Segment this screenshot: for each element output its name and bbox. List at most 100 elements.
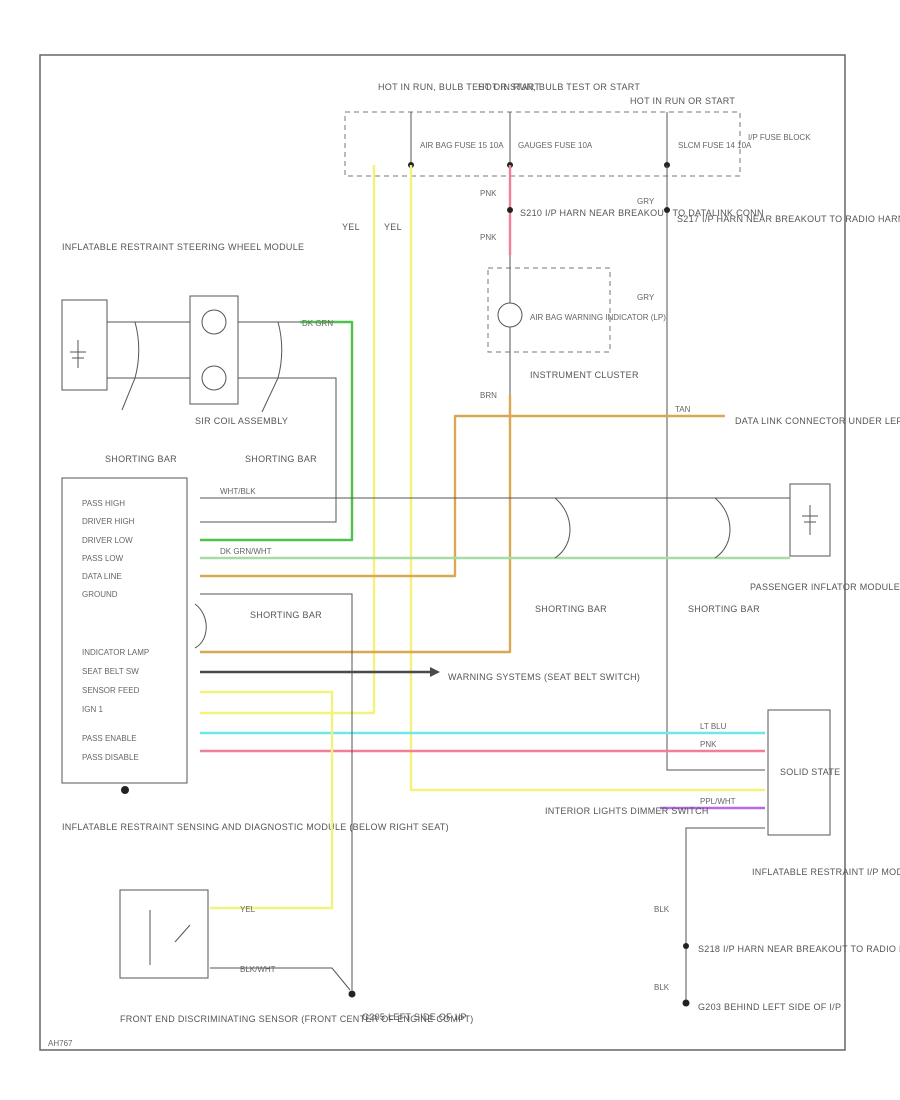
shorting-bar-left xyxy=(134,321,140,379)
splice-s218 xyxy=(683,943,689,949)
fuse-airbag-label: AIR BAG FUSE 15 10A xyxy=(420,141,504,150)
sdm-pin-list: PASS HIGH DRIVER HIGH DRIVER LOW PASS LO… xyxy=(82,499,149,762)
wire-tan-data xyxy=(200,414,725,578)
wire-yel-solid-state xyxy=(409,165,765,792)
pass-shorting-bar-1 xyxy=(554,497,571,559)
sdm-mount-dot xyxy=(121,786,129,794)
warning-lamp-label: AIR BAG WARNING INDICATOR (LP) xyxy=(530,313,666,322)
wire-blk-wht-label: BLK/WHT xyxy=(240,965,276,974)
sdm-pin-10: PASS ENABLE xyxy=(82,734,137,743)
wire-dk-grn-wht-label: DK GRN/WHT xyxy=(220,547,272,556)
wire-tan-label: TAN xyxy=(675,405,691,414)
shorting-bar-left-label: SHORTING BAR xyxy=(105,454,177,464)
fuse-block-outline xyxy=(344,111,741,177)
pass-shorting-bar-1-label: SHORTING BAR xyxy=(535,604,607,614)
wire-pnk-label-1: PNK xyxy=(480,189,497,198)
steering-module-box xyxy=(61,299,108,391)
solid-state-label: SOLID STATE xyxy=(780,767,840,777)
passenger-inflator-symbol xyxy=(802,505,818,535)
seatbelt-label: WARNING SYSTEMS (SEAT BELT SWITCH) xyxy=(448,672,640,682)
data-link-label: DATA LINK CONNECTOR UNDER LEFT SIDE OF I… xyxy=(735,416,900,426)
front-sensor-box xyxy=(119,889,209,979)
sdm-pin-1: DRIVER HIGH xyxy=(82,517,135,526)
fuse-block-label: I/P FUSE BLOCK xyxy=(748,133,811,142)
wire-yel-ign xyxy=(200,165,376,715)
instrument-cluster-outline xyxy=(487,267,611,353)
sdm-pin-8: SENSOR FEED xyxy=(82,686,140,695)
splice-s217 xyxy=(664,207,670,213)
wire-blk-label-1: BLK xyxy=(654,905,670,914)
solid-state-box xyxy=(767,709,831,836)
sdm-label: INFLATABLE RESTRAINT SENSING AND DIAGNOS… xyxy=(62,822,449,832)
sir-coil-out-leads xyxy=(238,321,300,379)
steering-module-label: INFLATABLE RESTRAINT STEERING WHEEL MODU… xyxy=(62,242,304,252)
splice-s218-label: S218 I/P HARN NEAR BREAKOUT TO RADIO HAR… xyxy=(698,944,900,954)
sdm-pin-5: GROUND xyxy=(82,590,118,599)
interior-lights-label: INTERIOR LIGHTS DIMMER SWITCH xyxy=(545,806,709,816)
instrument-cluster-label: INSTRUMENT CLUSTER xyxy=(530,370,639,380)
footer-code: AH767 xyxy=(48,1039,73,1048)
splice-s210 xyxy=(507,207,513,213)
sdm-pin-4: DATA LINE xyxy=(82,572,122,581)
front-sensor-label: FRONT END DISCRIMINATING SENSOR (FRONT C… xyxy=(120,1014,474,1024)
sdm-box xyxy=(61,477,188,784)
front-sensor-switch xyxy=(149,910,191,965)
wire-pnk-disable-label: PNK xyxy=(700,740,717,749)
ground-g205 xyxy=(348,990,356,998)
fuse-feed-lines xyxy=(410,112,668,165)
ground-g205-label: G205 LEFT SIDE OF I/P xyxy=(362,1012,467,1022)
wire-lt-blu-label: LT BLU xyxy=(700,722,727,731)
fuse-gauges-label: GAUGES FUSE 10A xyxy=(518,141,593,150)
ground-g203 xyxy=(682,999,690,1007)
wire-blk-label-2: BLK xyxy=(654,983,670,992)
wire-gry xyxy=(666,165,765,771)
wire-dk-grn xyxy=(200,320,354,542)
sir-coil-upper xyxy=(201,309,227,335)
shorting-bar-left-arrow xyxy=(121,377,136,411)
wire-coil-low xyxy=(200,377,337,523)
enable-switch-label: INFLATABLE RESTRAINT I/P MODULE ENABLE S… xyxy=(752,867,900,877)
airbag-warning-lamp xyxy=(497,302,523,328)
wire-blk-wht-sensor xyxy=(210,967,351,991)
sir-coil-lower xyxy=(201,365,227,391)
sdm-pin-3: PASS LOW xyxy=(82,554,124,563)
sdm-pin-6: INDICATOR LAMP xyxy=(82,648,149,657)
sdm-pin-11: PASS DISABLE xyxy=(82,753,139,762)
sdm-shorting-bar xyxy=(194,603,207,649)
steering-inflator-symbol xyxy=(70,340,86,368)
splice-s210-label: S210 I/P HARN NEAR BREAKOUT TO DATALINK … xyxy=(520,208,764,218)
fuse-slcm-label: SLCM FUSE 14 10A xyxy=(678,141,752,150)
fuse-feed-2-label: HOT IN RUN, BULB TEST OR START xyxy=(478,82,640,92)
splice-s217-label: S217 I/P HARN NEAR BREAKOUT TO RADIO HAR… xyxy=(677,214,900,224)
shorting-bar-right-label: SHORTING BAR xyxy=(245,454,317,464)
sdm-shorting-bar-label: SHORTING BAR xyxy=(250,610,322,620)
wire-yel-sensor-label: YEL xyxy=(240,905,256,914)
wire-brn-indicator xyxy=(200,395,512,654)
fuse-feed-3-label: HOT IN RUN OR START xyxy=(630,96,735,106)
wire-wht-blk-label: WHT/BLK xyxy=(220,487,256,496)
wire-pnk-label-2: PNK xyxy=(480,233,497,242)
sir-coil-label: SIR COIL ASSEMBLY xyxy=(195,416,288,426)
wire-ppl-wht-label: PPL/WHT xyxy=(700,797,736,806)
fuse-feed-1-label: HOT IN RUN, BULB TEST OR START xyxy=(378,82,540,92)
wire-gry-label-2: GRY xyxy=(637,293,655,302)
wire-yel-1-label: YEL xyxy=(342,222,360,232)
wire-blk-ground xyxy=(685,827,765,1003)
sdm-pin-0: PASS HIGH xyxy=(82,499,125,508)
pass-shorting-bar-2 xyxy=(714,497,731,559)
wire-yel-sensor xyxy=(200,690,334,910)
passenger-module-label: PASSENGER INFLATOR MODULE (RIGHT I/P) xyxy=(750,582,900,592)
wire-yel-2-label: YEL xyxy=(384,222,402,232)
wire-sdm-ground xyxy=(200,593,353,990)
wire-dk-grn-label: DK GRN xyxy=(302,319,333,328)
sdm-pin-7: SEAT BELT SW xyxy=(82,667,139,676)
pass-shorting-bar-2-label: SHORTING BAR xyxy=(688,604,760,614)
ground-g203-label: G203 BEHIND LEFT SIDE OF I/P xyxy=(698,1002,841,1012)
shorting-bar-right xyxy=(261,321,283,413)
steering-module-leads xyxy=(107,321,190,379)
sir-coil-box xyxy=(189,295,239,405)
seatbelt-arrow xyxy=(430,667,440,677)
wire-brn-label: BRN xyxy=(480,391,497,400)
sdm-pin-2: DRIVER LOW xyxy=(82,536,133,545)
